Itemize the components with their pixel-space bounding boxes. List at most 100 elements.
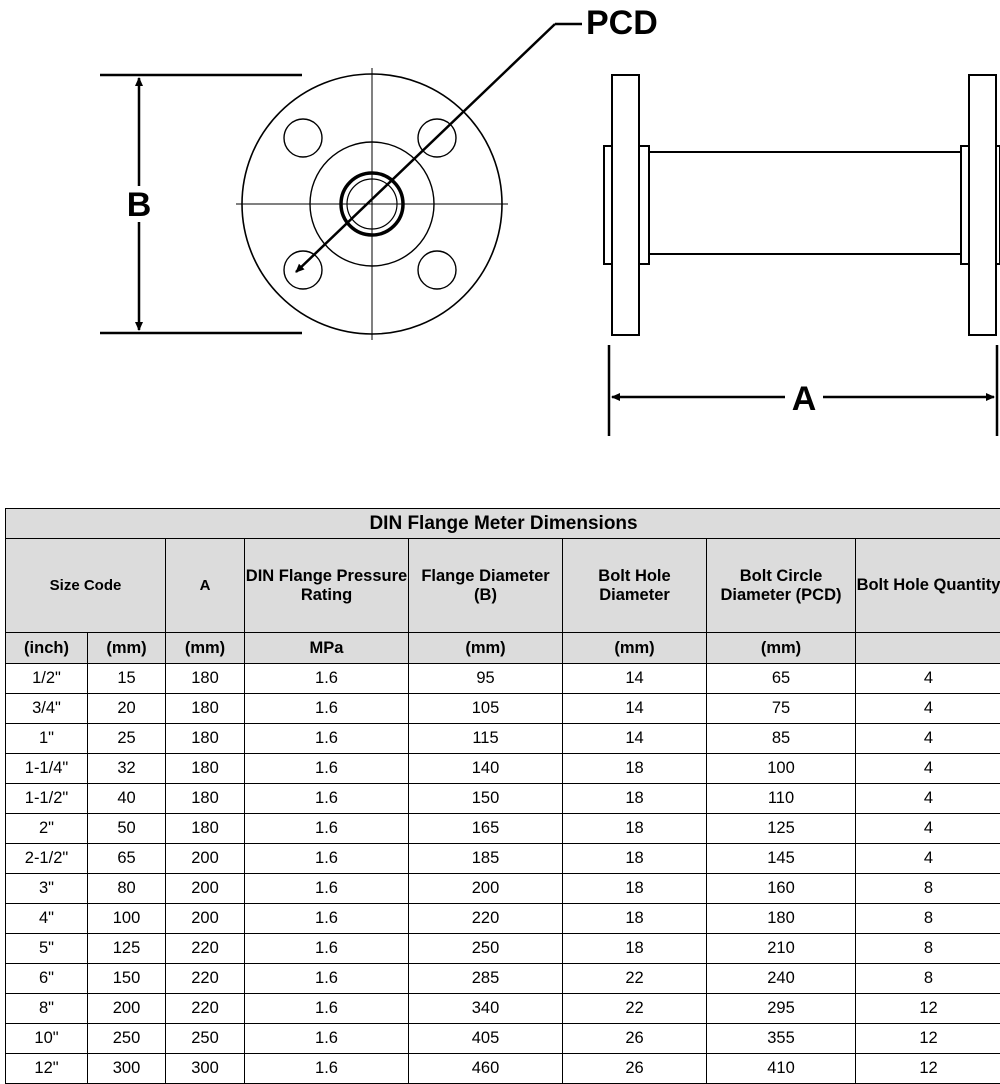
table-cell: 150 — [409, 784, 563, 814]
table-cell: 65 — [707, 664, 856, 694]
table-cell: 180 — [166, 814, 245, 844]
meter-side-view — [604, 75, 1000, 335]
table-cell: 8 — [856, 874, 1000, 904]
table-cell: 220 — [166, 964, 245, 994]
table-cell: 105 — [409, 694, 563, 724]
table-cell: 100 — [707, 754, 856, 784]
table-cell: 18 — [563, 844, 707, 874]
unit-cell — [856, 633, 1000, 664]
table-cell: 180 — [166, 664, 245, 694]
table-cell: 1.6 — [245, 784, 409, 814]
table-cell: 180 — [166, 694, 245, 724]
table-cell: 285 — [409, 964, 563, 994]
table-cell: 95 — [409, 664, 563, 694]
table-cell: 125 — [88, 934, 166, 964]
table-cell: 18 — [563, 904, 707, 934]
table-cell: 12 — [856, 1024, 1000, 1054]
table-cell: 20 — [88, 694, 166, 724]
table-cell: 4 — [856, 664, 1000, 694]
table-cell: 185 — [409, 844, 563, 874]
table-cell: 1.6 — [245, 664, 409, 694]
header-bolt-hole-diameter: Bolt Hole Diameter — [563, 539, 707, 633]
table-cell: 200 — [88, 994, 166, 1024]
table-cell: 18 — [563, 874, 707, 904]
table-cell: 405 — [409, 1024, 563, 1054]
unit-cell: (inch) — [6, 633, 88, 664]
table-cell: 80 — [88, 874, 166, 904]
table-cell: 26 — [563, 1024, 707, 1054]
dimension-b-label: B — [127, 186, 152, 224]
table-cell: 300 — [88, 1054, 166, 1084]
table-cell: 1.6 — [245, 964, 409, 994]
table-cell: 1.6 — [245, 994, 409, 1024]
dimensions-table-container: DIN Flange Meter Dimensions Size Code A … — [5, 508, 1000, 1084]
pcd-label: PCD — [586, 4, 658, 42]
table-cell: 200 — [409, 874, 563, 904]
dimensions-table: DIN Flange Meter Dimensions Size Code A … — [5, 508, 1000, 1084]
table-cell: 25 — [88, 724, 166, 754]
table-cell: 300 — [166, 1054, 245, 1084]
table-cell: 140 — [409, 754, 563, 784]
table-cell: 32 — [88, 754, 166, 784]
header-a: A — [166, 539, 245, 633]
table-cell: 1.6 — [245, 874, 409, 904]
table-cell: 6" — [6, 964, 88, 994]
table-cell: 18 — [563, 784, 707, 814]
table-cell: 1.6 — [245, 694, 409, 724]
table-cell: 165 — [409, 814, 563, 844]
table-cell: 22 — [563, 964, 707, 994]
table-cell: 4 — [856, 814, 1000, 844]
table-cell: 4 — [856, 724, 1000, 754]
header-size-code: Size Code — [6, 539, 166, 633]
table-cell: 12 — [856, 994, 1000, 1024]
table-cell: 160 — [707, 874, 856, 904]
table-cell: 1.6 — [245, 724, 409, 754]
table-cell: 18 — [563, 934, 707, 964]
table-cell: 14 — [563, 724, 707, 754]
table-cell: 210 — [707, 934, 856, 964]
unit-cell: (mm) — [409, 633, 563, 664]
table-cell: 180 — [166, 784, 245, 814]
table-cell: 14 — [563, 694, 707, 724]
header-flange-diameter: Flange Diameter (B) — [409, 539, 563, 633]
table-cell: 12 — [856, 1054, 1000, 1084]
table-cell: 1.6 — [245, 1024, 409, 1054]
table-cell: 1-1/2" — [6, 784, 88, 814]
table-cell: 75 — [707, 694, 856, 724]
table-cell: 65 — [88, 844, 166, 874]
table-cell: 15 — [88, 664, 166, 694]
table-cell: 1.6 — [245, 814, 409, 844]
unit-cell: (mm) — [707, 633, 856, 664]
header-bolt-circle-diameter: Bolt Circle Diameter (PCD) — [707, 539, 856, 633]
table-cell: 50 — [88, 814, 166, 844]
table-cell: 180 — [166, 754, 245, 784]
table-title: DIN Flange Meter Dimensions — [6, 509, 1000, 539]
table-cell: 18 — [563, 754, 707, 784]
table-cell: 4 — [856, 784, 1000, 814]
units-row: (inch) (mm) (mm) MPa (mm) (mm) (mm) — [6, 633, 1000, 664]
table-cell: 12" — [6, 1054, 88, 1084]
table-cell: 4 — [856, 844, 1000, 874]
table-cell: 410 — [707, 1054, 856, 1084]
flange-drawing: B PCD A — [0, 0, 1000, 500]
table-cell: 1.6 — [245, 754, 409, 784]
table-cell: 145 — [707, 844, 856, 874]
table-cell: 3" — [6, 874, 88, 904]
table-cell: 150 — [88, 964, 166, 994]
table-cell: 250 — [88, 1024, 166, 1054]
table-cell: 355 — [707, 1024, 856, 1054]
table-cell: 8 — [856, 904, 1000, 934]
header-bolt-hole-quantity: Bolt Hole Quantity — [856, 539, 1000, 633]
table-cell: 4 — [856, 694, 1000, 724]
table-cell: 340 — [409, 994, 563, 1024]
table-cell: 4" — [6, 904, 88, 934]
